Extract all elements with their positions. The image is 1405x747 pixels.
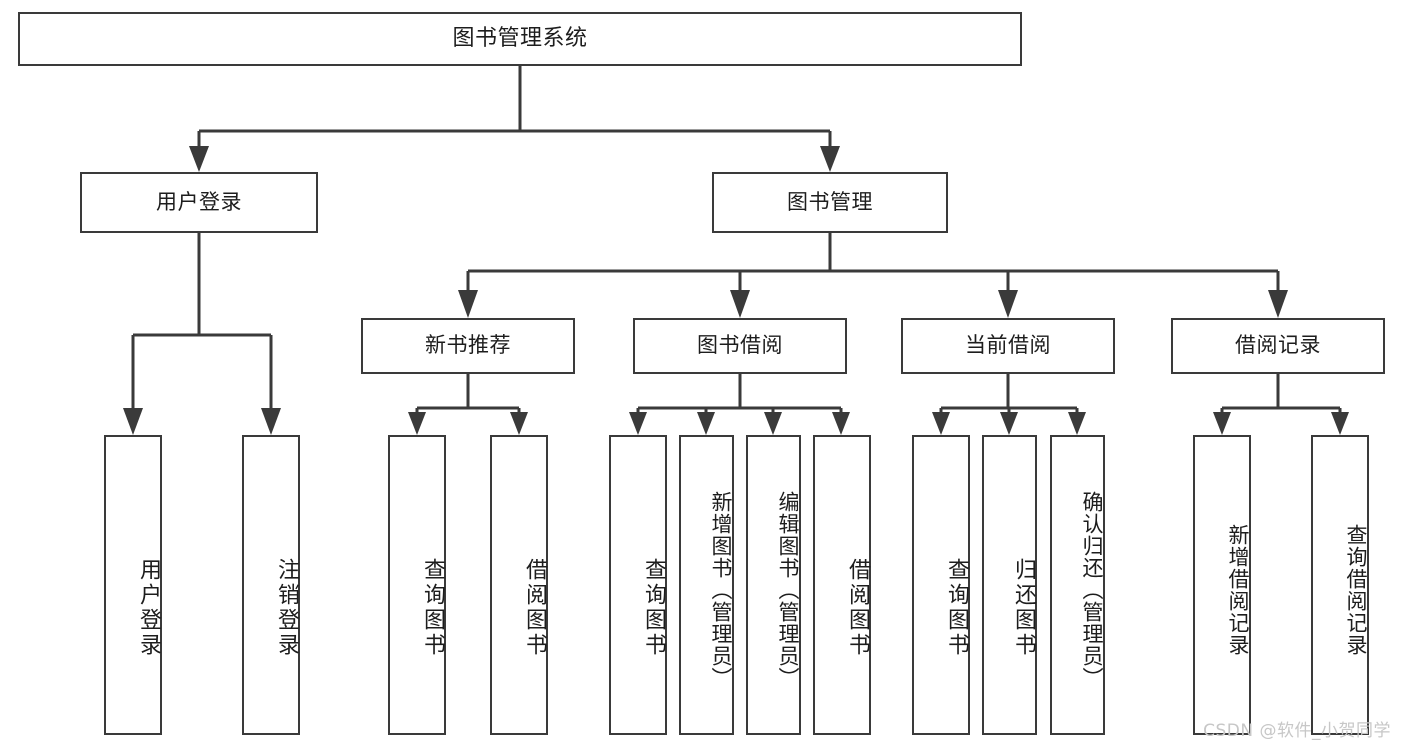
node-label: 借阅图书	[522, 558, 547, 658]
node-label: 归还图书	[1011, 558, 1036, 658]
node-label: 用户登录	[136, 558, 161, 658]
node-label: 用户登录	[156, 189, 242, 214]
node-label: 当前借阅	[965, 333, 1051, 358]
node-label: 图书管理系统	[452, 25, 588, 51]
watermark: CSDN @软件_小贺同学	[1203, 721, 1391, 741]
leaf-logout[interactable]: 注销登录	[242, 435, 300, 735]
node-new-book-recommend[interactable]: 新书推荐	[361, 318, 575, 374]
leaf-query-book-borrow[interactable]: 查询图书	[609, 435, 667, 735]
leaf-borrow-book-recommend[interactable]: 借阅图书	[490, 435, 548, 735]
leaf-query-book-recommend[interactable]: 查询图书	[388, 435, 446, 735]
node-label: 借阅记录	[1235, 333, 1321, 358]
node-label: 确认归还（管理员）	[1080, 491, 1104, 689]
node-root-system[interactable]: 图书管理系统	[18, 12, 1022, 66]
node-borrow-record[interactable]: 借阅记录	[1171, 318, 1385, 374]
node-label: 查询图书	[641, 558, 666, 658]
node-label: 查询借阅记录	[1344, 524, 1368, 656]
node-label: 查询图书	[944, 558, 969, 658]
leaf-confirm-return[interactable]: 确认归还（管理员）	[1050, 435, 1105, 735]
leaf-query-book-current[interactable]: 查询图书	[912, 435, 970, 735]
leaf-user-login[interactable]: 用户登录	[104, 435, 162, 735]
node-label: 注销登录	[274, 558, 299, 658]
leaf-borrow-book[interactable]: 借阅图书	[813, 435, 871, 735]
node-label: 图书借阅	[697, 333, 783, 358]
leaf-query-borrow-record[interactable]: 查询借阅记录	[1311, 435, 1369, 735]
node-label: 新增图书（管理员）	[709, 491, 733, 689]
node-book-borrow[interactable]: 图书借阅	[633, 318, 847, 374]
node-current-borrow[interactable]: 当前借阅	[901, 318, 1115, 374]
leaf-return-book[interactable]: 归还图书	[982, 435, 1037, 735]
node-book-manage[interactable]: 图书管理	[712, 172, 948, 233]
node-label: 新增借阅记录	[1226, 524, 1250, 656]
leaf-edit-book[interactable]: 编辑图书（管理员）	[746, 435, 801, 735]
node-label: 新书推荐	[425, 333, 511, 358]
leaf-add-book[interactable]: 新增图书（管理员）	[679, 435, 734, 735]
leaf-add-borrow-record[interactable]: 新增借阅记录	[1193, 435, 1251, 735]
node-user-login[interactable]: 用户登录	[80, 172, 318, 233]
node-label: 编辑图书（管理员）	[776, 491, 800, 689]
node-label: 借阅图书	[845, 558, 870, 658]
node-label: 图书管理	[787, 189, 873, 214]
node-label: 查询图书	[420, 558, 445, 658]
